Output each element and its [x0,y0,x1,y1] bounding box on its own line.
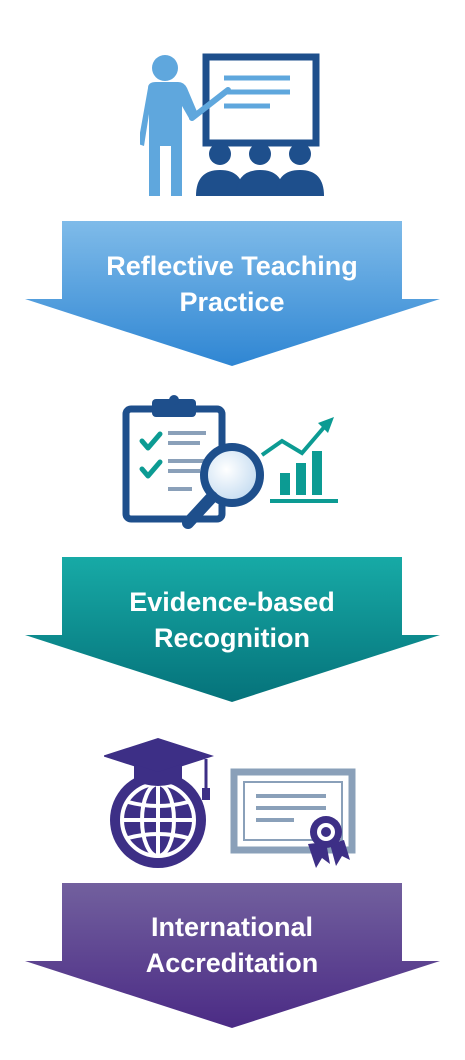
graduation-globe-certificate-icon [104,738,356,868]
step-3-label-line-1: International [150,912,313,942]
step-1-label-line-1: Reflective Teaching [106,251,358,281]
step-2-label: Evidence-based Recognition [62,584,402,656]
step-3-label-line-2: Accreditation [145,948,319,978]
step-2-label-line-2: Recognition [154,623,310,653]
clipboard-analysis-icon [122,395,338,529]
step-2-label-line-1: Evidence-based [129,587,335,617]
flow-arrow-2 [25,557,440,702]
flow-arrow-3 [25,883,440,1028]
teacher-presenting-icon [140,53,324,196]
step-1-label-line-2: Practice [179,287,285,317]
flow-arrow-1 [25,221,440,366]
step-1-label: Reflective Teaching Practice [62,248,402,320]
step-3-label: International Accreditation [62,909,402,981]
